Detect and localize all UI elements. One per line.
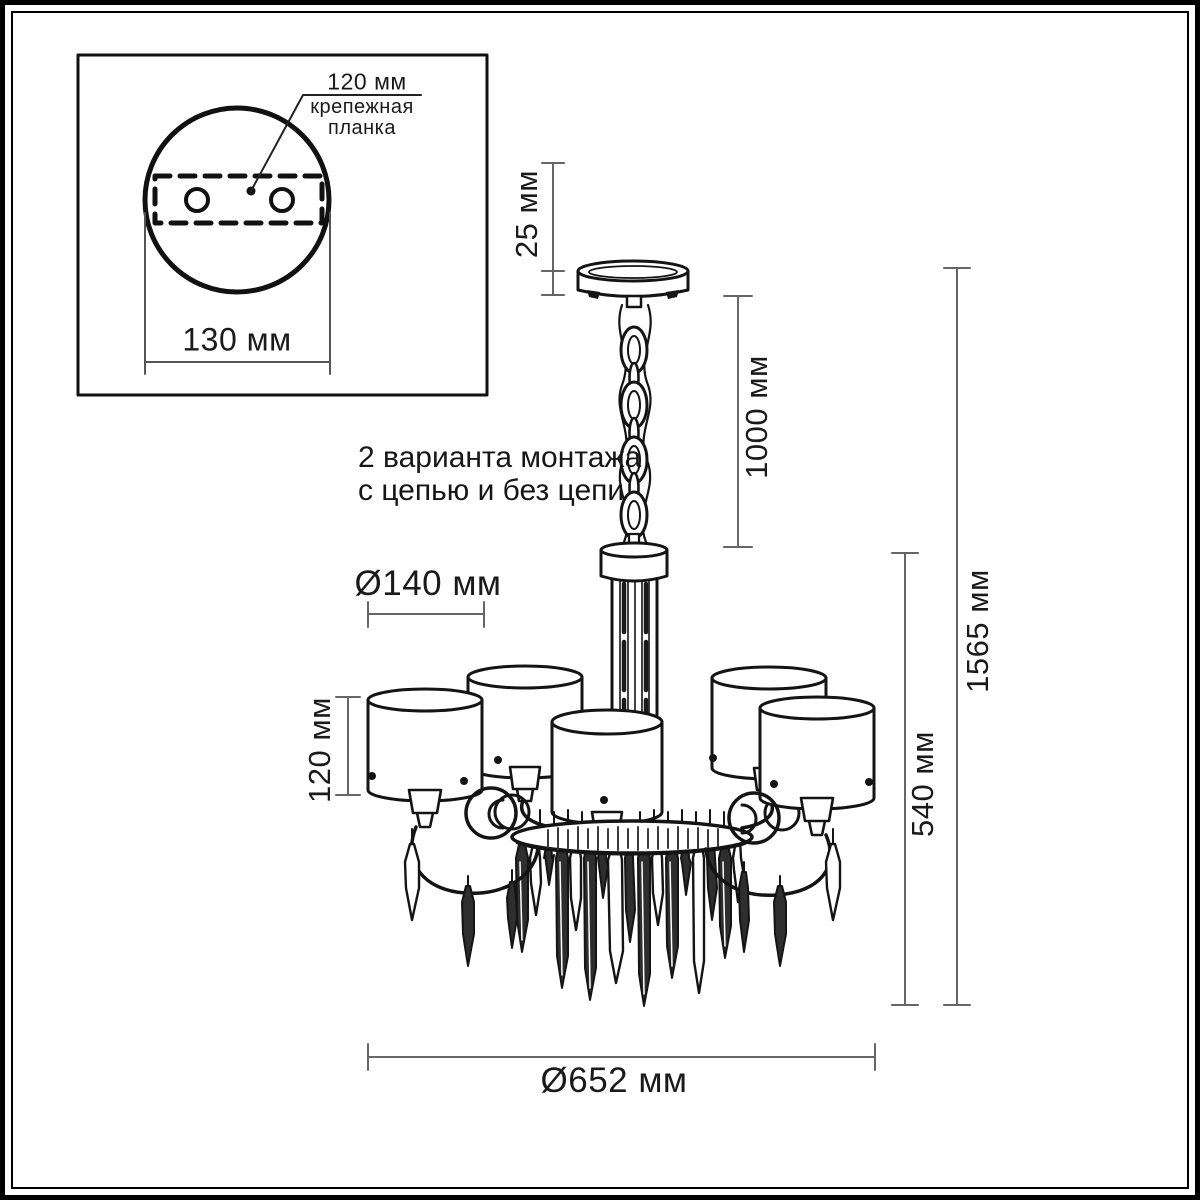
stem-column xyxy=(610,574,659,718)
dim-label-canopy-height: 25 мм xyxy=(509,169,544,259)
lamp-shade-left xyxy=(366,687,484,829)
dim-plate-width xyxy=(144,212,331,375)
scroll-curl-left xyxy=(464,786,518,840)
dim-shade-height xyxy=(335,696,361,796)
crystal-cluster xyxy=(515,838,745,1007)
lamp-shade-center xyxy=(550,708,664,853)
crystal-ring xyxy=(510,819,754,856)
dim-body-height xyxy=(891,552,919,1006)
leader-line xyxy=(250,94,422,192)
inset-plate-name-line2: планка xyxy=(328,117,396,139)
canopy-foot xyxy=(587,290,600,299)
inset-plate-name-label: крепежная планка xyxy=(310,97,414,139)
mounting-plate-dashed xyxy=(152,173,325,226)
dim-label-fixture-diameter: Ø652 мм xyxy=(540,1061,688,1100)
dim-shade-diameter xyxy=(367,601,485,628)
chain-connector xyxy=(625,294,643,309)
mounting-note: 2 варианта монтажа с цепью и без цепи xyxy=(358,441,641,507)
canopy xyxy=(576,259,690,299)
dim-label-chain-length: 1000 мм xyxy=(739,355,774,479)
chain-assembly xyxy=(618,294,652,550)
ring-texture xyxy=(547,826,719,851)
mounting-plate-inset xyxy=(76,53,489,397)
dim-label-body-height: 540 мм xyxy=(905,731,940,837)
screw-hole-left xyxy=(184,187,210,213)
scroll-curl-right xyxy=(727,791,781,845)
canopy-foot xyxy=(666,290,679,299)
crystal-drops xyxy=(403,828,842,967)
dim-chain-length xyxy=(723,295,753,548)
mounting-note-line2: с цепью и без цепи xyxy=(358,474,625,507)
chain xyxy=(619,325,649,550)
dim-label-shade-height: 120 мм xyxy=(302,697,337,803)
canopy-outline-circle xyxy=(142,105,332,295)
dim-label-total-height: 1565 мм xyxy=(960,569,995,693)
inset-plate-name-line1: крепежная xyxy=(310,96,414,118)
shade-neck xyxy=(799,796,835,837)
stem-cap xyxy=(599,541,669,583)
inset-hole-spacing-label: 120 мм xyxy=(327,68,407,95)
dim-fixture-diameter xyxy=(367,1043,876,1071)
lamp-shade-right xyxy=(758,695,876,837)
mounting-note-line1: 2 варианта монтажа xyxy=(358,441,642,474)
screw-hole-right xyxy=(269,187,295,213)
dim-total-height xyxy=(943,267,971,1006)
dim-label-shade-diameter: Ø140 мм xyxy=(354,564,502,603)
inset-plate-width-label: 130 мм xyxy=(182,321,292,358)
dimension-lines xyxy=(335,162,971,1071)
shade-neck xyxy=(407,788,443,829)
dim-canopy-height xyxy=(541,162,565,296)
